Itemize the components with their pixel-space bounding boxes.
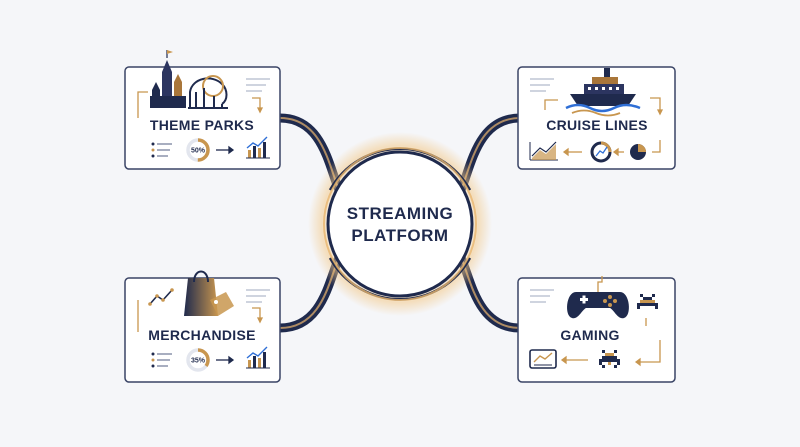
line-chart-icon	[529, 141, 558, 161]
cruise-ship-icon	[565, 68, 641, 117]
flow-arrow	[652, 140, 661, 153]
pixel-invader-icon	[599, 350, 620, 368]
center-hub: STREAMING PLATFORM	[308, 132, 492, 316]
card-merchandise[interactable]: MERCHANDISE 35%	[124, 270, 281, 383]
card-label-merchandise: MERCHANDISE	[148, 327, 256, 343]
growth-gauge-icon	[590, 141, 612, 163]
monitor-chart-icon	[529, 349, 557, 369]
pixel-invader-icon	[637, 294, 658, 309]
flow-arrow	[137, 91, 264, 118]
arrow-left-icon	[562, 147, 582, 157]
price-tag-icon	[210, 292, 234, 316]
bullet-list	[151, 352, 172, 368]
bullet-list	[151, 142, 172, 158]
flow-arrow	[544, 97, 664, 116]
document-lines	[246, 289, 270, 303]
arrow-left-icon	[612, 147, 624, 157]
donut-chart: 50%	[186, 138, 210, 162]
trend-line-icon	[148, 288, 174, 306]
castle-icon	[150, 50, 186, 108]
flow-arrow	[137, 300, 264, 332]
center-title-line2: PLATFORM	[351, 226, 448, 245]
card-label-cruise-lines: CRUISE LINES	[546, 117, 648, 133]
arrow-left-icon	[560, 355, 588, 365]
bar-chart-icon	[246, 346, 270, 369]
document-lines	[246, 78, 270, 92]
bar-chart-icon	[246, 136, 270, 159]
arrow-right-icon	[216, 355, 235, 365]
card-gaming[interactable]: GAMING	[517, 276, 676, 383]
donut-label: 50%	[191, 148, 206, 155]
shopping-bag-icon	[184, 270, 218, 316]
card-cruise-lines[interactable]: CRUISE LINES	[517, 66, 676, 170]
arrow-right-icon	[216, 145, 235, 155]
card-theme-parks[interactable]: THEME PARKS 50%	[124, 50, 281, 170]
document-lines	[530, 289, 554, 303]
pie-chart-icon	[630, 144, 646, 160]
donut-label: 35%	[191, 358, 206, 365]
donut-chart: 35%	[186, 348, 210, 372]
card-label-theme-parks: THEME PARKS	[150, 117, 254, 133]
roller-coaster-icon	[188, 75, 228, 109]
document-lines	[530, 78, 554, 92]
card-label-gaming: GAMING	[560, 327, 619, 343]
game-controller-icon	[567, 276, 629, 319]
center-title-line1: STREAMING	[347, 204, 454, 223]
flow-arrow	[634, 318, 661, 367]
